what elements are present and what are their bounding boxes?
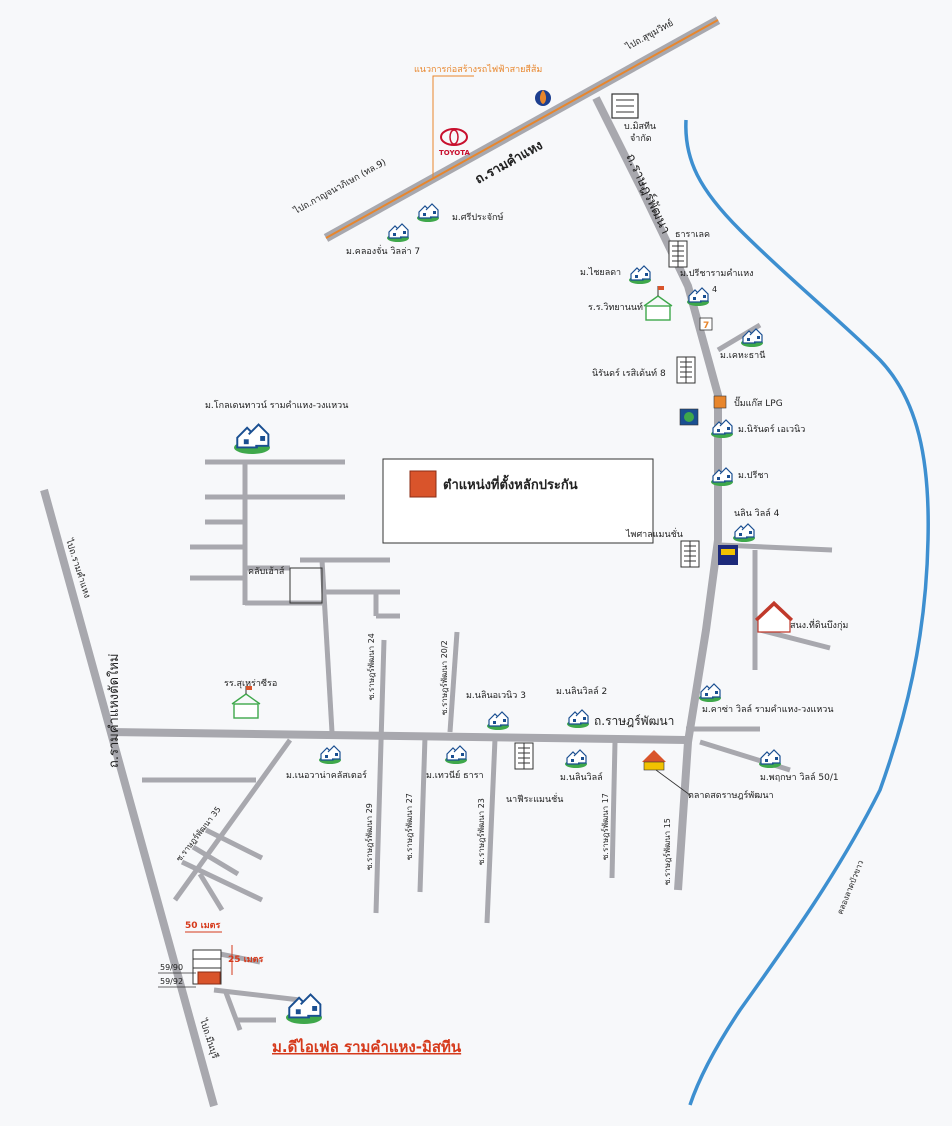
soi-20-2-label: ซ.ราษฎร์พัฒนา 20/2 <box>439 640 449 715</box>
school-icon <box>643 286 673 321</box>
preecha-ram-label: ม.ปรีชารามคำแหง <box>680 268 754 279</box>
collateral-marker <box>197 971 221 985</box>
tharalake-label: ธาราเลค <box>675 230 710 240</box>
tower-icon <box>680 540 700 568</box>
klongchan-label: ม.คลองจั่น วิลล่า 7 <box>346 244 420 257</box>
house-icon <box>318 745 342 764</box>
nalin-av3-label: ม.นลินอเวนิว 3 <box>466 690 526 701</box>
house-icon <box>386 223 410 242</box>
house-icon <box>628 265 652 284</box>
kasa-label: ม.คาซ่า วิลล์ รามคำแหง-วงแหวน <box>702 703 834 715</box>
pruksa-label: ม.พฤกษา วิลล์ 50/1 <box>760 771 839 783</box>
soi-17-label: ซ.ราษฎร์พัฒนา 17 <box>600 793 610 860</box>
market-icon <box>642 750 666 771</box>
dist-25-label: 25 เมตร <box>228 955 264 965</box>
ratpattana-horizontal-label: ถ.ราษฎร์พัฒนา <box>594 714 674 728</box>
golden-label: ม.โกลเดนทาวน์ รามคำแหง-วงแหวน <box>205 399 348 411</box>
west-road-label: ถ.รามคำแหงตัดใหม่ <box>106 653 122 768</box>
ratpattana-horizontal-road <box>107 728 687 744</box>
mistine-building-icon <box>611 93 639 119</box>
nalin4-label: นลิน วิลล์ 4 <box>734 507 780 519</box>
soi-29-label: ซ.ราษฎร์พัฒนา 29 <box>364 803 374 870</box>
gas-station-icon <box>535 90 551 106</box>
bank-icon <box>679 408 699 426</box>
lpg-label: ปั๊มแก๊ส LPG <box>734 396 783 409</box>
ketthanee-label: ม.เคหะธานี <box>720 350 765 361</box>
club-label: คลับเฮ้าส์ <box>248 565 285 577</box>
preecha-label: ม.ปรีชา <box>738 470 769 481</box>
market-label: ตลาดสดราษฎร์พัฒนา <box>688 789 774 801</box>
house-icon <box>486 711 510 730</box>
plot-b-label: 59/92 <box>160 977 183 986</box>
project-plot <box>192 949 222 985</box>
ramkhamhaeng-label: ถ.รามคำแหง <box>472 137 545 187</box>
soi-23-label: ซ.ราษฎร์พัฒนา 23 <box>476 798 486 865</box>
house-icon <box>233 423 271 454</box>
svg-text:7: 7 <box>703 321 709 331</box>
tharni-label: ม.เทวนีย์ ธารา <box>426 769 484 781</box>
house-icon <box>566 709 590 728</box>
school2-label: รร.สุเหร่าซีรอ <box>224 678 277 689</box>
sriprajak-label: ม.ศรีประจักษ์ <box>452 211 504 223</box>
school2-icon <box>231 686 261 719</box>
mistine-label-2: จำกัด <box>630 133 652 144</box>
rail-note-label: แนวการก่อสร้างรถไฟฟ้าสายสีส้ม <box>414 64 542 75</box>
sanong-label: สนง.ที่ดินบึงกุ่ม <box>790 618 848 631</box>
preecha-ram-number: 4 <box>712 285 717 294</box>
ratpattana-vertical-road <box>592 96 722 891</box>
minor-roads <box>142 322 833 1031</box>
river-khlong-lat-bua-khao <box>684 119 930 1106</box>
mistine-label-1: บ.มิสทีน <box>624 121 656 132</box>
school-label: ร.ร.วิทยานนท์ <box>588 301 643 313</box>
nirunvill-label: ม.นิรันดร์ เอเวนิว <box>738 423 805 435</box>
land-office-icon <box>754 600 794 633</box>
collateral-swatch <box>409 470 437 498</box>
house-icon <box>564 749 588 768</box>
canal-label: คลองลาดบัวขาว <box>836 859 866 916</box>
house-icon <box>732 523 756 542</box>
paisan-label: ไพศาลแมนชั่น <box>625 527 683 540</box>
toyota-text: TOYOTA <box>439 149 470 157</box>
lpg-icon <box>713 395 727 409</box>
tower-icon <box>668 240 688 268</box>
west-road <box>40 488 218 1108</box>
nalinvill-label: ม.นลินวิลล์ <box>560 771 603 783</box>
club-house-outline <box>289 567 323 604</box>
nafira-label: นาฟีระแมนชั่น <box>506 792 563 805</box>
house-icon <box>416 203 440 222</box>
plot-a-label: 59/90 <box>160 963 183 972</box>
house-icon <box>758 749 782 768</box>
rail-leader-line <box>432 75 474 178</box>
nirun-label: นิรันดร์ เรสิเด้นท์ 8 <box>592 367 666 379</box>
tower-icon <box>676 356 696 384</box>
bigc-icon <box>718 545 738 565</box>
neovana-label: ม.เนอวาน่าคลัสเตอร์ <box>286 769 367 781</box>
ramkhamhaeng-road <box>323 16 721 242</box>
house-icon <box>444 745 468 764</box>
legend-label: ตำแหน่งที่ตั้งหลักประกัน <box>443 474 578 493</box>
nalin2-label: ม.นลินวิลล์ 2 <box>556 685 607 697</box>
house-icon <box>698 683 722 702</box>
legend-box: ตำแหน่งที่ตั้งหลักประกัน <box>382 458 654 544</box>
ratpattana-vertical-label: ถ.ราษฎร์พัฒนา <box>622 151 673 237</box>
chaiyalada-label: ม.ไชยลดา <box>580 267 621 278</box>
soi-27-label: ซ.ราษฎร์พัฒนา 27 <box>404 793 414 860</box>
soi-15-label: ซ.ราษฎร์พัฒนา 15 <box>662 818 672 885</box>
tower-icon <box>514 742 534 770</box>
soi-24-label: ซ.ราษฎร์พัฒนา 24 <box>366 633 376 700</box>
dist-50-label: 50 เมตร <box>185 921 221 931</box>
market-leader-line <box>655 769 691 796</box>
toyota-logo: TOYOTA <box>439 128 470 157</box>
project-title: ม.ดีไอเฟล รามคำแหง-มิสทีน <box>272 1037 462 1056</box>
seven-eleven-icon: 7 <box>699 317 713 331</box>
